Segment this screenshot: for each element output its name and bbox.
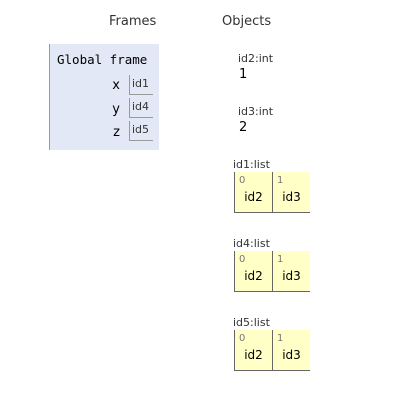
- list-value: id2: [244, 269, 263, 283]
- object-label-id1: id1:list: [233, 158, 270, 171]
- list-id1: 0 id2 1 id3: [234, 172, 310, 213]
- list-cell: 1 id3: [272, 330, 310, 370]
- list-index: 1: [277, 333, 284, 344]
- objects-header: Objects: [222, 14, 272, 29]
- list-index: 0: [239, 254, 246, 265]
- list-cell: 0 id2: [235, 172, 272, 212]
- list-cell: 0 id2: [235, 330, 272, 370]
- var-name-x: x: [112, 78, 120, 93]
- frame-title: Global frame: [57, 52, 148, 67]
- object-value-id3: 2: [239, 120, 248, 135]
- list-cell: 1 id3: [272, 251, 310, 291]
- list-value: id3: [282, 190, 301, 204]
- var-name-y: y: [112, 102, 120, 117]
- var-ref-y: id4: [129, 98, 153, 118]
- list-index: 0: [239, 175, 246, 186]
- var-ref-x: id1: [129, 75, 153, 95]
- list-index: 0: [239, 333, 246, 344]
- object-label-id4: id4:list: [233, 237, 270, 250]
- list-cell: 1 id3: [272, 172, 310, 212]
- object-label-id5: id5:list: [233, 316, 270, 329]
- object-value-id2: 1: [239, 67, 248, 82]
- list-value: id2: [244, 190, 263, 204]
- list-value: id3: [282, 348, 301, 362]
- list-value: id2: [244, 348, 263, 362]
- object-label-id2: id2:int: [238, 52, 274, 65]
- frames-header: Frames: [109, 14, 157, 29]
- var-name-z: z: [113, 125, 120, 140]
- list-id5: 0 id2 1 id3: [234, 330, 310, 371]
- var-ref-z: id5: [129, 121, 153, 141]
- list-index: 1: [277, 175, 284, 186]
- list-cell: 0 id2: [235, 251, 272, 291]
- global-frame: Global frame x id1 y id4 z id5: [49, 44, 159, 150]
- object-label-id3: id3:int: [238, 105, 274, 118]
- list-value: id3: [282, 269, 301, 283]
- list-id4: 0 id2 1 id3: [234, 251, 310, 292]
- list-index: 1: [277, 254, 284, 265]
